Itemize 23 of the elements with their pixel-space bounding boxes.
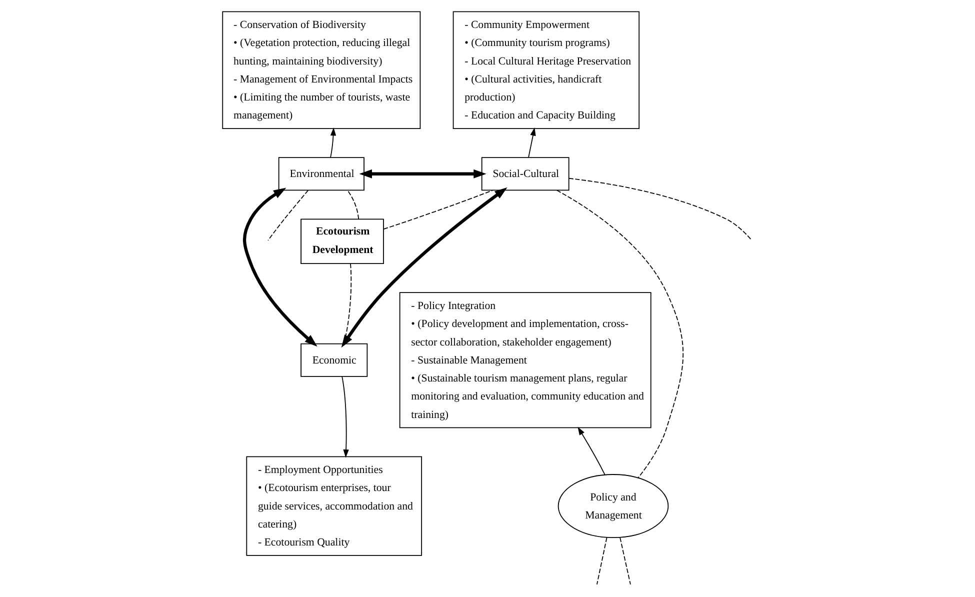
connector xyxy=(620,537,631,585)
connector xyxy=(596,537,608,585)
connector xyxy=(383,190,493,230)
node-box: Social-Cultural xyxy=(481,157,570,191)
connector xyxy=(268,190,309,241)
connector xyxy=(556,190,684,478)
node-box: Environmental xyxy=(278,157,364,191)
arrow xyxy=(330,127,336,158)
arrow xyxy=(342,376,349,458)
arrow xyxy=(341,187,508,348)
node-box: - Employment Opportunities • (Ecotourism enterprises, tour guide services, accommodation and catering) - Ecotourism Quality xyxy=(246,456,422,556)
arrow xyxy=(242,188,318,347)
node-box: Ecotourism Development xyxy=(300,218,384,264)
node-box: - Conservation of Biodiversity • (Vegetation protection, reducing illegal hunting, maintaining biodiversity) - Management of Environmental Impacts • (Limiting the number of tourists, waste management) xyxy=(222,11,421,130)
node-box: Economic xyxy=(300,343,368,377)
node-ellipse: Policy and Management xyxy=(558,474,669,538)
connector xyxy=(347,190,360,220)
arrow xyxy=(359,169,486,178)
arrow xyxy=(528,128,536,158)
arrow xyxy=(578,426,606,476)
connector xyxy=(568,178,752,241)
node-box: - Community Empowerment • (Community tourism programs) - Local Cultural Heritage Preservation • (Cultural activities, handicraft production) - Education and Capacity Building xyxy=(452,11,640,130)
node-box: - Policy Integration • (Policy development and implementation, cross-sector collaboration, stakeholder engagement) - Sustainable Management • (Sustainable tourism management plans, regular monitoring and evaluation, community education and training) xyxy=(399,292,652,428)
